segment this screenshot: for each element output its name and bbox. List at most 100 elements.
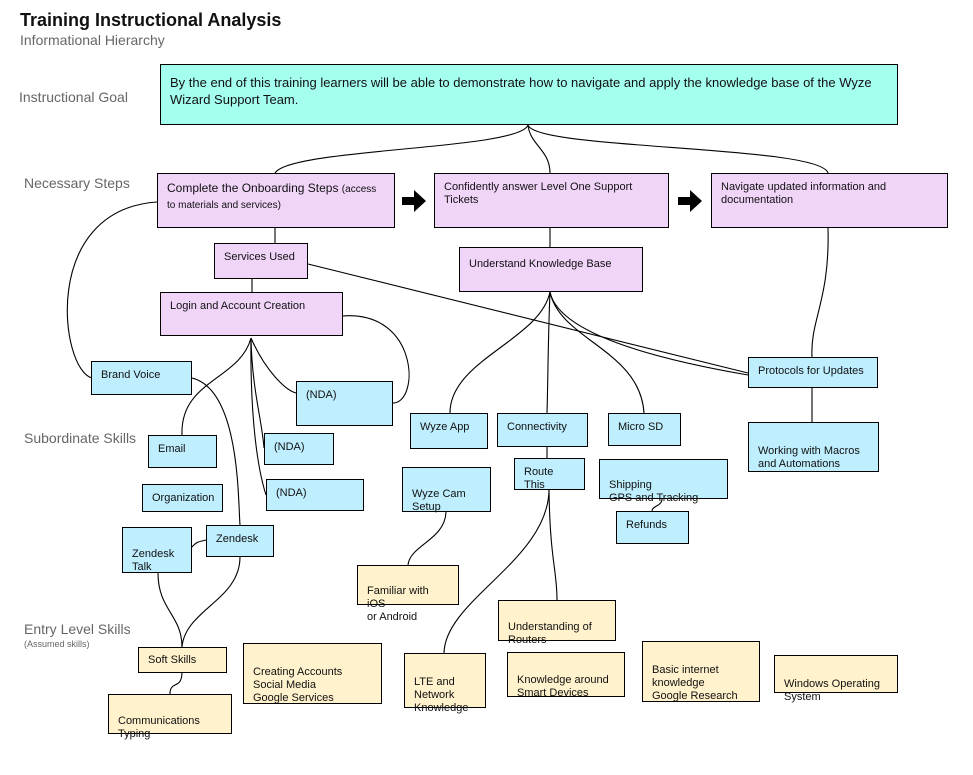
skill-route-this-label: Route This	[524, 466, 554, 491]
page-title: Training Instructional Analysis	[20, 10, 282, 30]
connector-services-protocols	[307, 263, 749, 374]
step-tickets: Confidently answer Level One Support Tic…	[434, 173, 669, 228]
skill-macros-label: Working with Macros and Automations	[758, 445, 860, 470]
entry-smart-devices-label: Knowledge around Smart Devices	[517, 674, 609, 699]
skill-nda-1-label: (NDA)	[306, 389, 337, 401]
step-onboarding: Complete the Onboarding Steps (access to…	[157, 173, 395, 228]
step-tickets-label: Confidently answer Level One Support Tic…	[444, 181, 633, 206]
step-login: Login and Account Creation	[160, 292, 343, 336]
entry-windows-label: Windows Operating System	[784, 678, 880, 703]
skill-protocols: Protocols for Updates	[748, 357, 878, 388]
connector-goal-onboarding	[274, 124, 529, 174]
connector-login-nda1	[341, 315, 410, 404]
entry-soft-skills: Soft Skills	[138, 647, 227, 673]
connector-kb-protocols	[549, 291, 749, 376]
connector-kb-microsd	[549, 291, 645, 414]
connector-softskills-communications	[169, 671, 183, 695]
connector-zendesktalk-zendesk	[190, 539, 207, 549]
skill-nda-2: (NDA)	[264, 433, 334, 465]
skill-nda-2-label: (NDA)	[274, 441, 305, 453]
connector-zendesktalk-softskills	[157, 572, 183, 648]
connector-wyzecam-ios	[407, 511, 447, 566]
entry-lte: LTE and Network Knowledge	[404, 653, 486, 714]
step-knowledge-base-label: Understand Knowledge Base	[469, 258, 612, 270]
skill-wyze-cam-setup: Wyze Cam Setup	[402, 467, 491, 513]
skill-refunds: Refunds	[616, 511, 689, 544]
row-label-entry: Entry Level Skills	[24, 621, 131, 637]
skill-connectivity: Connectivity	[497, 413, 588, 447]
entry-creating-accounts: Creating Accounts Social Media Google Se…	[243, 643, 382, 704]
connector-zendesk-softskills	[181, 556, 241, 648]
entry-windows: Windows Operating System	[774, 655, 898, 703]
skill-brand-voice-label: Brand Voice	[101, 369, 161, 381]
entry-ios-android-label: Familiar with iOS or Android	[367, 585, 429, 623]
row-label-subordinate: Subordinate Skills	[24, 430, 137, 446]
connector-login-nda3	[250, 337, 267, 496]
connector-goal-navigate	[527, 124, 829, 174]
row-label-steps: Necessary Steps	[24, 175, 130, 191]
goal-text: By the end of this training learners wil…	[170, 75, 872, 107]
skill-connectivity-label: Connectivity	[507, 421, 567, 433]
step-navigate: Navigate updated information and documen…	[711, 173, 948, 228]
skill-zendesk-talk: Zendesk Talk	[122, 527, 192, 573]
skill-zendesk-talk-label: Zendesk Talk	[132, 548, 175, 573]
skill-organization: Organization	[142, 484, 223, 512]
skill-nda-3: (NDA)	[266, 479, 364, 511]
entry-ios-android: Familiar with iOS or Android	[357, 565, 459, 623]
skill-micro-sd-label: Micro SD	[618, 421, 664, 433]
skill-shipping: Shipping GPS and Tracking	[599, 459, 728, 504]
connector-kb-wyzeapp	[449, 291, 551, 414]
skill-nda-3-label: (NDA)	[276, 487, 307, 499]
entry-routers-label: Understanding of Routers	[508, 621, 592, 646]
connector-navigate-protocols	[811, 227, 829, 358]
entry-communications: Communications Typing	[108, 694, 232, 740]
step-services-used: Services Used	[214, 243, 308, 279]
skill-email: Email	[148, 435, 217, 468]
skill-email-label: Email	[158, 443, 186, 455]
skill-shipping-label: Shipping GPS and Tracking	[609, 479, 699, 504]
skill-wyze-app-label: Wyze App	[420, 421, 470, 433]
entry-soft-skills-label: Soft Skills	[148, 654, 197, 666]
skill-refunds-label: Refunds	[626, 519, 667, 531]
connector-login-nda-upper	[250, 337, 297, 394]
entry-lte-label: LTE and Network Knowledge	[414, 676, 469, 714]
row-label-entry-note: (Assumed skills)	[24, 639, 90, 649]
connector-login-nda2	[250, 337, 265, 449]
skill-wyze-app: Wyze App	[410, 413, 488, 449]
connector-login-email	[181, 337, 252, 436]
step-services-used-label: Services Used	[224, 251, 295, 263]
entry-creating-accounts-label: Creating Accounts Social Media Google Se…	[253, 666, 343, 704]
goal-box: By the end of this training learners wil…	[160, 64, 898, 125]
entry-communications-label: Communications Typing	[118, 715, 200, 740]
connector-shipping-refunds	[651, 498, 663, 512]
entry-smart-devices: Knowledge around Smart Devices	[507, 652, 625, 699]
page-subtitle: Informational Hierarchy	[20, 32, 165, 48]
skill-micro-sd: Micro SD	[608, 413, 681, 446]
skill-organization-label: Organization	[152, 492, 215, 504]
row-label-goal: Instructional Goal	[19, 89, 128, 105]
step-onboarding-note: (access to materials and services)	[167, 184, 377, 211]
skill-protocols-label: Protocols for Updates	[758, 365, 864, 377]
right-arrow-icon	[402, 190, 426, 212]
skill-zendesk: Zendesk	[206, 525, 274, 557]
connector-routethis-routers	[548, 489, 558, 601]
entry-routers: Understanding of Routers	[498, 600, 616, 646]
skill-brand-voice: Brand Voice	[91, 361, 192, 395]
right-arrow-icon	[678, 190, 702, 212]
entry-internet-label: Basic internet knowledge Google Research	[652, 664, 738, 702]
connector-routethis-lte	[443, 489, 550, 654]
connector-brandvoice-zendesk	[191, 377, 241, 526]
step-navigate-label: Navigate updated information and documen…	[721, 181, 887, 206]
skill-zendesk-label: Zendesk	[216, 533, 259, 545]
step-login-label: Login and Account Creation	[170, 300, 306, 312]
step-knowledge-base: Understand Knowledge Base	[459, 247, 643, 292]
entry-internet: Basic internet knowledge Google Research	[642, 641, 760, 702]
skill-wyze-cam-setup-label: Wyze Cam Setup	[412, 488, 466, 513]
skill-macros: Working with Macros and Automations	[748, 422, 879, 472]
skill-nda-1: (NDA)	[296, 381, 393, 426]
connector-onboarding-brandvoice	[66, 201, 158, 379]
connector-kb-connectivity	[546, 291, 551, 414]
step-onboarding-label: Complete the Onboarding Steps	[167, 181, 339, 195]
connector-goal-tickets	[527, 124, 551, 174]
